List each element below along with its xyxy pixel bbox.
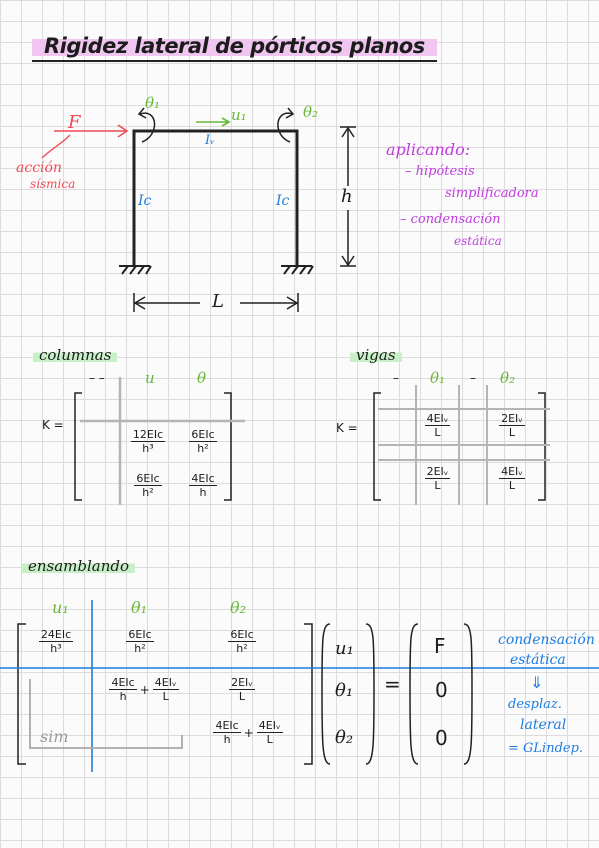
unknown-theta1: θ₁ [335,680,354,701]
load-zero-2: 0 [435,726,448,750]
beam-inertia-label: Iᵥ [205,133,215,148]
force-note-pointer [41,134,71,159]
height-dimension-icon [340,126,356,267]
col-inertia-left-label: Ic [138,193,152,209]
load-zero-1: 0 [435,678,448,702]
height-label: h [341,186,353,207]
equals-sign: = [384,672,401,696]
u1-arrow-icon [196,117,231,127]
rotation-theta1-icon [139,112,156,143]
side-note-line1: condensación [498,632,595,648]
note-line4: – condensación [400,212,501,227]
rotation-theta2-icon [277,112,294,143]
beams-matrix-lines [373,392,546,501]
col-inertia-right-label: Ic [276,193,290,209]
note-line3: simplificadora [445,186,539,201]
loads-left-brace [409,623,419,765]
page-title: Rigidez lateral de pórticos planos [32,34,437,62]
side-note-line4: lateral [520,717,567,733]
note-line1: aplicando: [386,140,471,159]
theta1-label: θ₁ [145,94,161,112]
note-line2: – hipótesis [405,164,475,179]
loads-right-brace [463,623,473,765]
side-note-line3: desplaz. [508,697,562,712]
assembly-matrix-lines [17,623,313,765]
u1-label: u₁ [231,106,247,124]
columns-header-u: u [145,369,155,387]
beams-header-dash-2: – [470,371,476,385]
unknown-theta2: θ₂ [335,727,354,748]
support-right-icon [281,265,314,275]
columns-matrix-lines [74,392,232,501]
down-arrow-icon: ⇓ [530,673,544,692]
columns-matrix-grid [80,377,245,505]
beams-k-label: K = [336,421,358,435]
columns-header-dashes: – – [89,371,105,385]
assembly-partition-lines [0,600,599,772]
support-left-icon [119,265,152,275]
side-note-line5: = GLindep. [508,741,584,756]
length-dimension-icon [133,293,299,312]
beams-header-theta2: θ₂ [500,369,516,387]
unknown-u1: u₁ [335,638,354,659]
force-note-line2: sísmica [30,177,76,191]
symmetry-bracket [29,679,183,749]
beams-heading: vigas [350,346,402,364]
unknowns-right-brace [365,623,375,765]
side-note-line2: estática [510,652,566,668]
beams-matrix-grid [378,385,550,505]
frame-outline [132,129,299,266]
columns-header-theta: θ [197,369,207,387]
assembly-header-u1: u₁ [52,598,69,617]
force-arrow-icon [54,124,129,138]
symmetric-label: sim [40,727,69,746]
unknowns-left-brace [321,623,331,765]
beams-header-dash-1: – [393,371,399,385]
columns-k-label: K = [42,418,64,432]
force-label: F [68,112,81,133]
beams-header-theta1: θ₁ [430,369,446,387]
load-f: F [434,634,446,658]
length-label: L [212,291,224,312]
note-line5: estática [454,234,502,248]
theta2-label: θ₂ [303,103,319,121]
columns-heading: columnas [33,346,118,364]
assembly-heading: ensamblando [22,557,136,575]
force-note-line1: acción [16,160,62,176]
assembly-header-theta2: θ₂ [230,598,247,617]
assembly-header-theta1: θ₁ [131,598,148,617]
